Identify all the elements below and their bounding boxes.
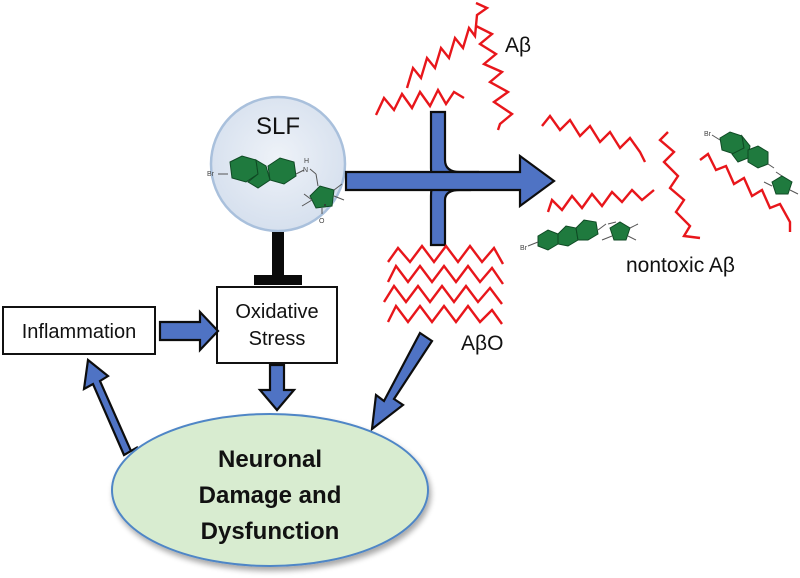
arrow-abeta-oligomer-to-neuronal (370, 331, 434, 432)
arrow-slf-to-nontoxic (344, 153, 556, 209)
neuronal-damage-node: Neuronal Damage and Dysfunction (111, 413, 429, 567)
bromine-atom: Br (207, 171, 215, 178)
merge-arrow (344, 110, 556, 247)
abeta-oligomer-label: AβO (461, 332, 503, 355)
amine-n-atom: N (303, 167, 308, 174)
nontoxic-abeta-cluster: Br Br (520, 114, 799, 252)
abeta-oligomer-stack (382, 244, 505, 325)
neuronal-label-line3: Dysfunction (201, 518, 340, 545)
arrow-inflammation-to-oxidative (158, 309, 220, 353)
oxidative-stress-label-line1: Oxidative (235, 301, 318, 323)
arrow-neuronal-to-inflammation (82, 357, 139, 457)
slf-label: SLF (256, 113, 300, 140)
nontoxic-abeta-label: nontoxic Aβ (626, 254, 735, 277)
amine-h-atom: H (304, 158, 309, 165)
slf-molecule-icon: Br H N O (207, 155, 345, 225)
inflammation-label: Inflammation (22, 321, 137, 343)
slf-bound-molecule-icon-2: Br (704, 131, 799, 195)
abeta-monomers (374, 1, 515, 131)
oxygen-atom: O (319, 218, 325, 225)
arrow-oxidative-to-neuronal (257, 363, 297, 412)
oxidative-stress-node: Oxidative Stress (216, 286, 338, 364)
neuronal-label-line1: Neuronal (218, 446, 322, 473)
oxidative-stress-label-line2: Stress (249, 328, 306, 350)
svg-text:Br: Br (520, 245, 528, 252)
neuronal-label-line2: Damage and (199, 482, 342, 509)
inhibition-icon (254, 232, 302, 285)
slf-bound-molecule-icon-1: Br (520, 219, 639, 252)
slf-node: SLF Br H N O (207, 95, 347, 233)
svg-text:Br: Br (704, 131, 712, 138)
inflammation-node: Inflammation (2, 306, 156, 355)
abeta-label: Aβ (505, 34, 531, 57)
